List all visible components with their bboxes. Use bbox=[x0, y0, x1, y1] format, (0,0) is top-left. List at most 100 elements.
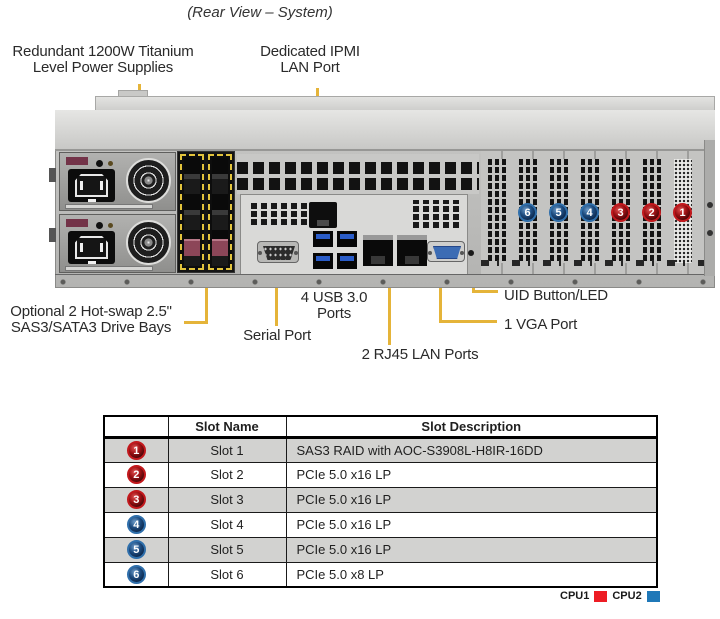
label-drive-bays: Optional 2 Hot-swap 2.5" SAS3/SATA3 Driv… bbox=[0, 304, 182, 336]
label-usb-ports: 4 USB 3.0 Ports bbox=[298, 290, 370, 322]
label-power-supplies-line2: Level Power Supplies bbox=[32, 59, 174, 76]
slot-1-badge: 1 bbox=[126, 440, 146, 460]
slot-vent-strip bbox=[488, 159, 506, 263]
label-ipmi-line1: Dedicated IPMI bbox=[260, 43, 360, 60]
table-row: 6 Slot 6 PCIe 5.0 x8 LP bbox=[103, 561, 658, 588]
header-slot-name: Slot Name bbox=[167, 415, 287, 439]
label-serial-port: Serial Port bbox=[243, 327, 311, 344]
header-slot-description: Slot Description bbox=[285, 415, 658, 439]
callout-line-serial bbox=[275, 264, 278, 326]
drive-bay-area bbox=[177, 151, 235, 273]
legend-cpu1-label: CPU1 bbox=[560, 590, 590, 602]
usb-3-ports bbox=[313, 231, 359, 271]
slot-2-badge: 2 bbox=[126, 465, 146, 484]
slot-badge-2: 2 bbox=[642, 203, 661, 222]
cpu-legend: CPU1 CPU2 bbox=[560, 590, 660, 602]
rj45-lan-port-2 bbox=[397, 235, 427, 266]
psu-handle bbox=[65, 266, 153, 271]
chassis-left-nub bbox=[49, 228, 56, 242]
label-lan-ports: 2 RJ45 LAN Ports bbox=[361, 346, 479, 363]
slot-desc-cell: SAS3 RAID with AOC-S3908L-H8IR-16DD bbox=[285, 436, 658, 463]
slot-name-cell: Slot 2 bbox=[167, 461, 287, 488]
psu-fan-icon bbox=[126, 220, 171, 265]
label-drive-bays-line1: Optional 2 Hot-swap 2.5" bbox=[10, 303, 172, 320]
slot-screw-row bbox=[481, 260, 705, 266]
slot-desc-cell: PCIe 5.0 x8 LP bbox=[285, 561, 658, 588]
drive-bay-1 bbox=[180, 154, 204, 270]
slot-4-badge: 4 bbox=[126, 515, 146, 534]
usb-port bbox=[313, 253, 333, 269]
chassis-lid bbox=[55, 110, 715, 151]
usb-port bbox=[337, 231, 357, 247]
io-vent-right bbox=[413, 200, 463, 230]
table-row: 3 Slot 3 PCIe 5.0 x16 LP bbox=[103, 486, 658, 513]
slot-5-badge: 5 bbox=[126, 540, 146, 559]
drive-bay-latch bbox=[184, 239, 200, 256]
label-usb-line1: 4 USB 3.0 bbox=[300, 289, 368, 306]
usb-port bbox=[337, 253, 357, 269]
slot-badge-3: 3 bbox=[611, 203, 630, 222]
slot-desc-cell: PCIe 5.0 x16 LP bbox=[285, 536, 658, 563]
label-drive-bays-line2: SAS3/SATA3 Drive Bays bbox=[10, 319, 172, 336]
psu-led-icon bbox=[108, 223, 113, 228]
rj45-lan-port-1 bbox=[363, 235, 393, 266]
slot-badge-5: 5 bbox=[549, 203, 568, 222]
table-row: 1 Slot 1 SAS3 RAID with AOC-S3908L-H8IR-… bbox=[103, 436, 658, 463]
slot-desc-cell: PCIe 5.0 x16 LP bbox=[285, 461, 658, 488]
callout-line-vga-v bbox=[439, 262, 442, 323]
slot-name-cell: Slot 4 bbox=[167, 511, 287, 538]
table-row: 2 Slot 2 PCIe 5.0 x16 LP bbox=[103, 461, 658, 488]
chassis-bottom-rail bbox=[55, 274, 715, 288]
figure-title: (Rear View – System) bbox=[187, 4, 333, 21]
label-vga-port: 1 VGA Port bbox=[504, 316, 578, 333]
psu-button-icon bbox=[96, 160, 103, 167]
slot-name-cell: Slot 5 bbox=[167, 536, 287, 563]
usb-port bbox=[313, 231, 333, 247]
callout-line-drive-bays-v bbox=[205, 272, 208, 324]
label-usb-line2: Ports bbox=[316, 305, 351, 322]
label-uid-button: UID Button/LED bbox=[504, 287, 608, 304]
label-power-supplies-line1: Redundant 1200W Titanium bbox=[12, 43, 194, 60]
slot-badge-6: 6 bbox=[518, 203, 537, 222]
power-supply-1 bbox=[59, 152, 176, 211]
psu-fan-icon bbox=[126, 158, 171, 203]
slot-desc-cell: PCIe 5.0 x16 LP bbox=[285, 486, 658, 513]
slot-name-cell: Slot 6 bbox=[167, 561, 287, 588]
io-panel bbox=[240, 194, 468, 275]
vga-port bbox=[427, 241, 465, 262]
drive-bay-2 bbox=[208, 154, 232, 270]
label-ipmi-line2: LAN Port bbox=[280, 59, 340, 76]
table-header-row: Slot Name Slot Description bbox=[103, 415, 658, 439]
table-row: 4 Slot 4 PCIe 5.0 x16 LP bbox=[103, 511, 658, 538]
cpu1-color-swatch bbox=[594, 590, 608, 602]
slot-6-badge: 6 bbox=[126, 564, 146, 584]
psu-label-sticker bbox=[66, 157, 88, 165]
legend-cpu2-label: CPU2 bbox=[612, 590, 642, 602]
psu-label-sticker bbox=[66, 219, 88, 227]
slot-badge-4: 4 bbox=[580, 203, 599, 222]
slot-name-cell: Slot 1 bbox=[167, 436, 287, 463]
psu-button-icon bbox=[96, 222, 103, 229]
io-vent-left bbox=[251, 201, 309, 227]
ac-inlet-icon bbox=[68, 231, 115, 264]
cpu2-color-swatch bbox=[646, 590, 660, 602]
psu-handle bbox=[65, 204, 153, 209]
psu-led-icon bbox=[108, 161, 113, 166]
ipmi-lan-port bbox=[309, 202, 337, 228]
slot-desc-cell: PCIe 5.0 x16 LP bbox=[285, 511, 658, 538]
table-row: 5 Slot 5 PCIe 5.0 x16 LP bbox=[103, 536, 658, 563]
callout-line-drive-bays-h bbox=[184, 321, 208, 324]
slot-table: Slot Name Slot Description 1 Slot 1 SAS3… bbox=[103, 415, 658, 588]
serial-port bbox=[257, 241, 299, 263]
chassis-right-ear bbox=[704, 140, 715, 276]
label-power-supplies: Redundant 1200W Titanium Level Power Sup… bbox=[10, 44, 196, 76]
slot-name-cell: Slot 3 bbox=[167, 486, 287, 513]
callout-line-lan bbox=[388, 268, 391, 345]
header-icon-column bbox=[103, 415, 169, 439]
uid-button bbox=[468, 250, 474, 256]
power-supply-2 bbox=[59, 214, 176, 273]
chassis-left-nub bbox=[49, 168, 56, 182]
slot-badge-1: 1 bbox=[673, 203, 692, 222]
label-ipmi-lan-port: Dedicated IPMI LAN Port bbox=[235, 44, 385, 76]
slot-3-badge: 3 bbox=[126, 490, 146, 509]
